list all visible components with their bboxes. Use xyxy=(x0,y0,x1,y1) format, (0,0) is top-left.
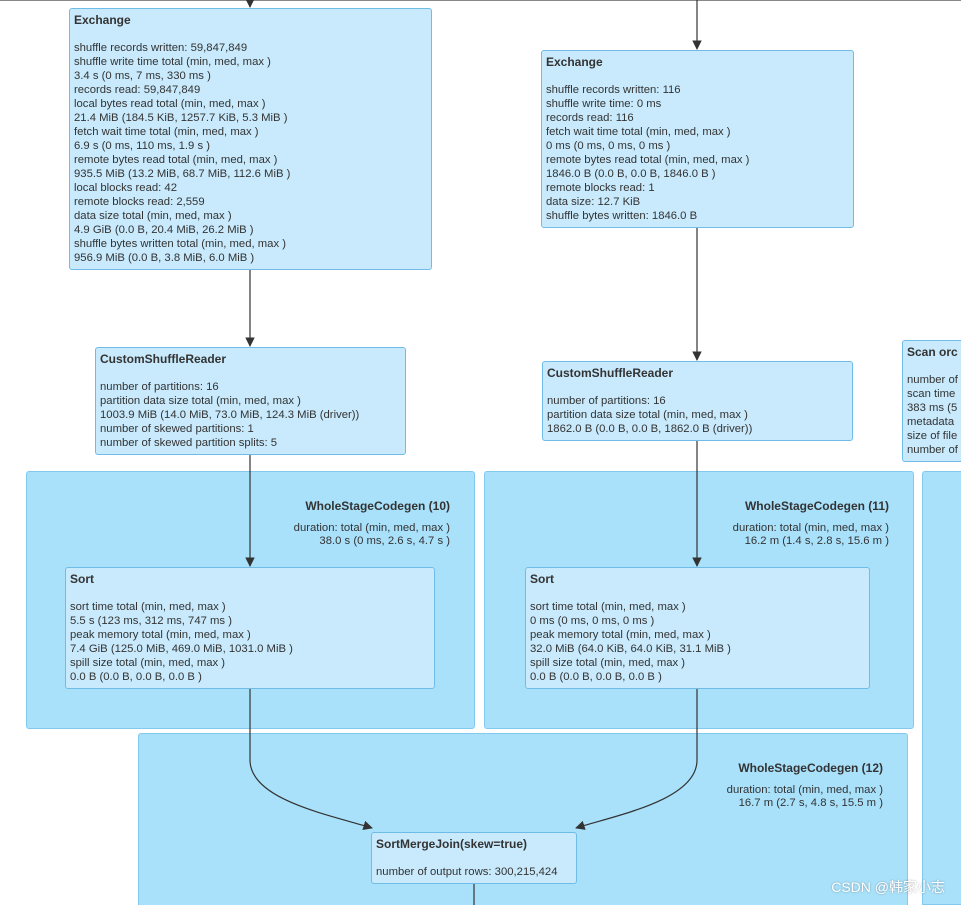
node-metric-line: spill size total (min, med, max ) xyxy=(70,657,226,669)
node-customshufflereader-right[interactable]: CustomShuffleReader number of partitions… xyxy=(542,361,853,441)
node-title: Exchange xyxy=(546,55,603,69)
node-metric-line: records read: 116 xyxy=(546,112,634,124)
node-metric-line: 1862.0 B (0.0 B, 0.0 B, 1862.0 B (driver… xyxy=(547,423,753,435)
cluster-title: WholeStageCodegen (10) xyxy=(305,499,450,513)
node-metric-line: shuffle records written: 116 xyxy=(546,84,681,96)
node-metric-line: partition data size total (min, med, max… xyxy=(547,409,748,421)
node-title: CustomShuffleReader xyxy=(547,366,674,380)
cluster-metric-value: 16.7 m (2.7 s, 4.8 s, 15.5 m ) xyxy=(738,797,883,809)
node-metric-line: number of skewed partition splits: 5 xyxy=(100,437,278,449)
node-title: SortMergeJoin(skew=true) xyxy=(376,837,528,851)
node-metric-line: shuffle write time: 0 ms xyxy=(546,98,662,110)
node-metric-line: 1846.0 B (0.0 B, 0.0 B, 1846.0 B ) xyxy=(546,168,716,180)
node-metric-line: metadata xyxy=(907,416,955,428)
node-metric-line: 935.5 MiB (13.2 MiB, 68.7 MiB, 112.6 MiB… xyxy=(74,168,291,180)
top-border-line xyxy=(0,0,961,1)
node-metrics: number of partitions: 16 partition data s… xyxy=(547,394,848,436)
node-scan-orc[interactable]: Scan orc number of scan time 383 ms (5 meta… xyxy=(902,340,961,462)
node-metric-line: 7.4 GiB (125.0 MiB, 469.0 MiB, 1031.0 Mi… xyxy=(70,643,293,655)
node-metrics: number of scan time 383 ms (5 metadata size … xyxy=(907,373,958,457)
node-title: Sort xyxy=(530,572,554,586)
node-title: Scan orc xyxy=(907,345,958,359)
cluster-metric-label: duration: total (min, med, max ) xyxy=(726,784,883,796)
cluster-title: WholeStageCodegen (12) xyxy=(738,761,883,775)
node-metric-line: data size total (min, med, max ) xyxy=(74,210,232,222)
node-sort-left[interactable]: Sort sort time total (min, med, max ) 5.5… xyxy=(65,567,435,689)
node-metric-line: sort time total (min, med, max ) xyxy=(530,601,686,613)
node-metric-line: peak memory total (min, med, max ) xyxy=(70,629,251,641)
cluster-metric-label: duration: total (min, med, max ) xyxy=(293,522,450,534)
node-title: Sort xyxy=(70,572,94,586)
cluster-title: WholeStageCodegen (11) xyxy=(744,499,889,513)
node-metric-line: remote bytes read total (min, med, max ) xyxy=(546,154,750,166)
node-metric-line: local bytes read total (min, med, max ) xyxy=(74,98,266,110)
cluster-partial-right[interactable] xyxy=(922,471,961,905)
node-metric-line: number of partitions: 16 xyxy=(547,395,666,407)
node-metric-line: number of skewed partitions: 1 xyxy=(100,423,254,435)
node-metric-line: 32.0 MiB (64.0 KiB, 64.0 KiB, 31.1 MiB ) xyxy=(530,643,731,655)
node-metric-line: shuffle bytes written: 1846.0 B xyxy=(546,210,698,222)
node-metric-line: number of xyxy=(907,374,958,386)
node-metric-line: 0 ms (0 ms, 0 ms, 0 ms ) xyxy=(546,140,671,152)
node-metric-line: 1003.9 MiB (14.0 MiB, 73.0 MiB, 124.3 Mi… xyxy=(100,409,360,421)
node-metric-line: records read: 59,847,849 xyxy=(74,84,201,96)
node-metric-line: sort time total (min, med, max ) xyxy=(70,601,226,613)
node-metric-line: data size: 12.7 KiB xyxy=(546,196,641,208)
node-metric-line: spill size total (min, med, max ) xyxy=(530,657,686,669)
node-metric-line: remote blocks read: 2,559 xyxy=(74,196,205,208)
node-metric-line: remote bytes read total (min, med, max ) xyxy=(74,154,278,166)
node-sort-right[interactable]: Sort sort time total (min, med, max ) 0 m… xyxy=(525,567,870,689)
cluster-metric-value: 38.0 s (0 ms, 2.6 s, 4.7 s ) xyxy=(319,535,450,547)
node-metric-line: number of output rows: 300,215,424 xyxy=(376,866,558,878)
node-metric-line: number of xyxy=(907,444,958,456)
cluster-metric-label: duration: total (min, med, max ) xyxy=(732,522,889,534)
node-title: Exchange xyxy=(74,13,131,27)
node-metric-line: fetch wait time total (min, med, max ) xyxy=(546,126,731,138)
node-metrics: number of output rows: 300,215,424 xyxy=(376,865,572,879)
node-metric-line: local blocks read: 42 xyxy=(74,182,177,194)
node-metrics: sort time total (min, med, max ) 0 ms (0 … xyxy=(530,600,865,684)
node-metric-line: 0.0 B (0.0 B, 0.0 B, 0.0 B ) xyxy=(530,671,662,683)
node-metric-line: 0.0 B (0.0 B, 0.0 B, 0.0 B ) xyxy=(70,671,202,683)
node-title: CustomShuffleReader xyxy=(100,352,227,366)
node-metric-line: 3.4 s (0 ms, 7 ms, 330 ms ) xyxy=(74,70,211,82)
node-metric-line: shuffle records written: 59,847,849 xyxy=(74,42,248,54)
node-metric-line: 4.9 GiB (0.0 B, 20.4 MiB, 26.2 MiB ) xyxy=(74,224,254,236)
node-metric-line: 383 ms (5 xyxy=(907,402,958,414)
node-metric-line: partition data size total (min, med, max… xyxy=(100,395,301,407)
node-metrics: number of partitions: 16 partition data s… xyxy=(100,380,401,450)
node-exchange-left[interactable]: Exchange shuffle records written: 59,847… xyxy=(69,8,432,270)
node-metric-line: 5.5 s (123 ms, 312 ms, 747 ms ) xyxy=(70,615,232,627)
node-metric-line: size of file xyxy=(907,430,958,442)
node-metric-line: 0 ms (0 ms, 0 ms, 0 ms ) xyxy=(530,615,655,627)
edge-sort-right-to-smj xyxy=(575,689,698,830)
node-metric-line: scan time xyxy=(907,388,956,400)
node-customshufflereader-left[interactable]: CustomShuffleReader number of partitions… xyxy=(95,347,406,455)
node-metric-line: number of partitions: 16 xyxy=(100,381,219,393)
cluster-metric-value: 16.2 m (1.4 s, 2.8 s, 15.6 m ) xyxy=(744,535,889,547)
node-metric-line: 956.9 MiB (0.0 B, 3.8 MiB, 6.0 MiB ) xyxy=(74,252,255,264)
node-metric-line: 6.9 s (0 ms, 110 ms, 1.9 s ) xyxy=(74,140,211,152)
node-metric-line: shuffle bytes written total (min, med, m… xyxy=(74,238,286,250)
node-metrics: shuffle records written: 59,847,849 shuff… xyxy=(74,41,427,265)
node-metric-line: fetch wait time total (min, med, max ) xyxy=(74,126,259,138)
node-metrics: shuffle records written: 116 shuffle writ… xyxy=(546,83,849,223)
edge-sort-left-to-smj xyxy=(249,689,373,831)
node-sortmergejoin[interactable]: SortMergeJoin(skew=true) number of outpu… xyxy=(371,832,577,884)
node-metric-line: shuffle write time total (min, med, max … xyxy=(74,56,271,68)
node-metric-line: remote blocks read: 1 xyxy=(546,182,655,194)
node-metrics: sort time total (min, med, max ) 5.5 s (1… xyxy=(70,600,430,684)
node-metric-line: peak memory total (min, med, max ) xyxy=(530,629,711,641)
watermark-text: CSDN @韩家小志 xyxy=(831,879,945,895)
node-metric-line: 21.4 MiB (184.5 KiB, 1257.7 KiB, 5.3 MiB… xyxy=(74,112,288,124)
